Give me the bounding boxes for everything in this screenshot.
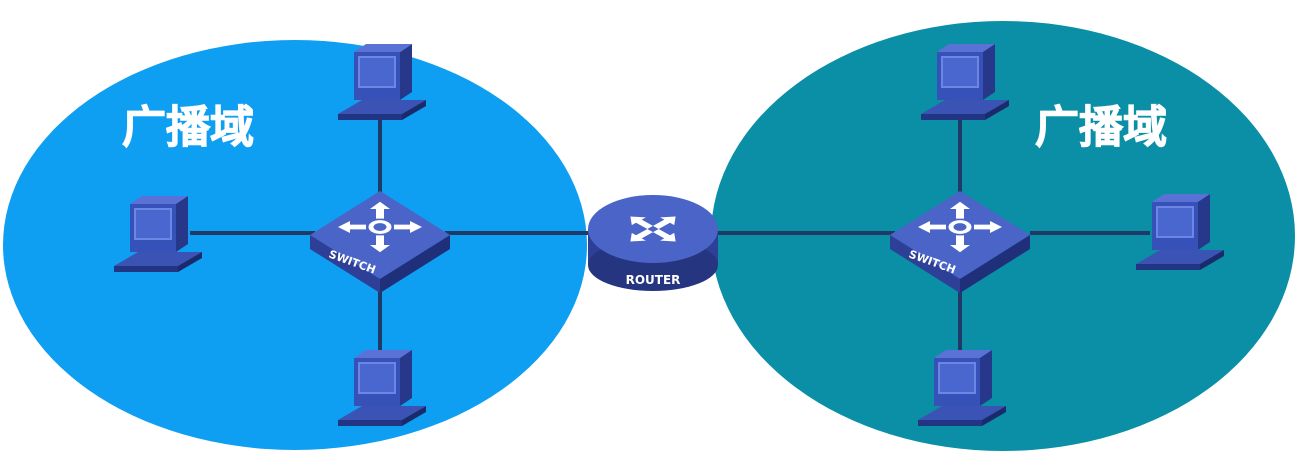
- router-label: ROUTER: [626, 273, 681, 287]
- left-broadcast-domain: [3, 40, 587, 450]
- links: [190, 118, 1150, 360]
- left-switch-icon: SWITCH: [310, 191, 450, 293]
- right-switch-icon: SWITCH: [890, 191, 1030, 293]
- left-domain-label: 广播域: [122, 102, 254, 153]
- right-domain-label: 广播域: [1035, 102, 1167, 153]
- router-icon: ROUTER: [588, 195, 718, 291]
